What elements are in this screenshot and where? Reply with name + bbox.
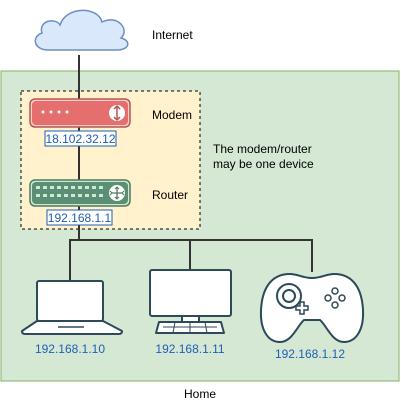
router-icon (29, 179, 131, 207)
game-controller-icon (259, 272, 365, 344)
note-line-2: may be one device (213, 157, 314, 171)
laptop-icon (21, 280, 123, 335)
modem-ip: 18.102.32.12 (45, 132, 115, 146)
router-ip-box (46, 209, 113, 226)
desktop-ip: 192.168.1.11 (155, 342, 225, 356)
note-line-1: The modem/router (213, 142, 312, 156)
internet-label: Internet (152, 28, 193, 42)
cloud-icon (34, 9, 129, 51)
laptop-ip: 192.168.1.10 (35, 342, 105, 356)
home-label: Home (184, 387, 216, 401)
router-label: Router (152, 188, 188, 202)
desktop-monitor-icon (149, 269, 232, 334)
modem-icon (29, 98, 131, 128)
modem-ip-box (44, 130, 117, 147)
modem-label: Modem (152, 108, 192, 122)
console-ip: 192.168.1.12 (275, 347, 345, 361)
router-ip: 192.168.1.1 (48, 211, 112, 225)
